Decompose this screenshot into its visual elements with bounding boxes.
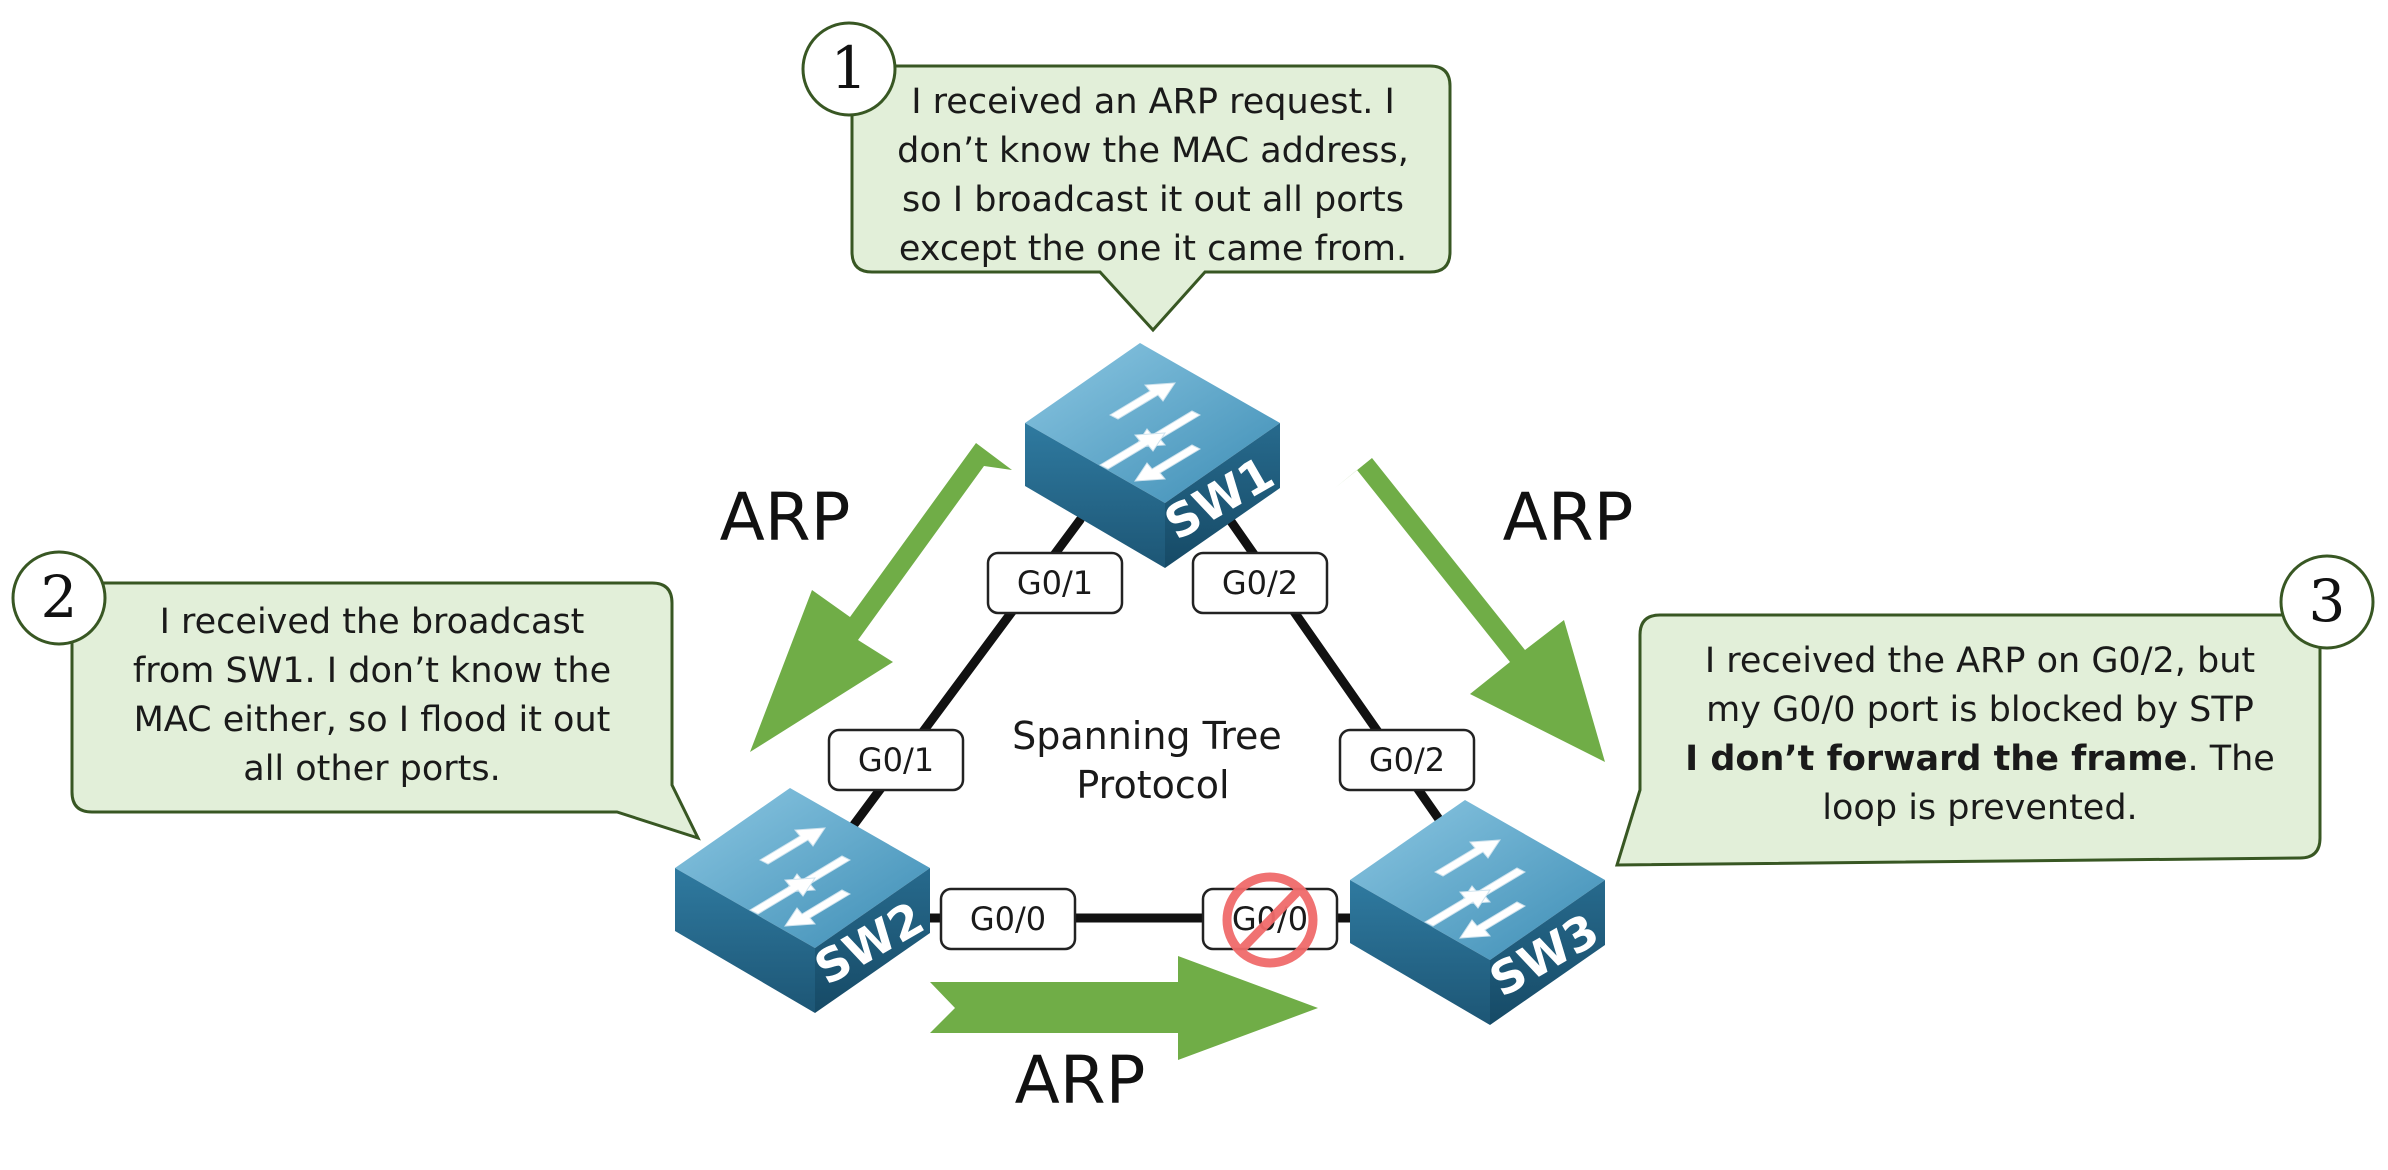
switch-left-side	[1025, 423, 1165, 568]
arp-arrow-right	[1335, 458, 1605, 762]
step-number-circle	[801, 21, 897, 117]
switch-top	[1025, 343, 1280, 503]
callout-line: loop is prevented.	[1822, 788, 2137, 828]
callout-segment: I received the ARP on G0/2, but	[1705, 641, 2255, 681]
callout-segment: MAC either, so I flood it out	[134, 700, 611, 740]
switch-left-side	[675, 868, 815, 1013]
callout-segment: . The	[2187, 739, 2274, 779]
step-number: 2	[41, 563, 78, 631]
callout-segment: loop is prevented.	[1822, 788, 2137, 828]
port-sw2-g01: G0/1	[827, 728, 965, 792]
callout-line: my G0/0 port is blocked by STP	[1706, 690, 2254, 730]
callout-segment: from SW1. I don’t know the	[133, 651, 611, 691]
port-sw1-g01: G0/1	[986, 551, 1124, 615]
switch-right-side	[1490, 880, 1605, 1025]
callout-3: I received the ARP on G0/2, but my G0/0 p…	[1614, 554, 2375, 867]
port-label: G0/2	[1369, 741, 1445, 779]
arp-label-right: ARP	[1503, 479, 1634, 556]
switch-right-side	[815, 868, 930, 1013]
callout-line: so I broadcast it out all ports	[902, 180, 1404, 220]
callout-text: I received the broadcast from SW1. I don’…	[133, 602, 611, 789]
port-label: G0/2	[1222, 564, 1298, 602]
switch-top	[1350, 800, 1605, 960]
callout-line: all other ports.	[243, 749, 501, 789]
port-label: G0/1	[858, 741, 934, 779]
switch-sw2[interactable]: SW2	[675, 788, 933, 1013]
callout-line: except the one it came from.	[899, 229, 1407, 269]
step-number-circle	[11, 550, 107, 646]
port-label: G0/0	[970, 900, 1046, 938]
callout-2: I received the broadcast from SW1. I don’…	[11, 550, 701, 841]
arp-arrow-bottom	[930, 956, 1318, 1060]
switch-top	[675, 788, 930, 948]
port-sw1-g02: G0/2	[1191, 551, 1329, 615]
callout-segment: except the one it came from.	[899, 229, 1407, 269]
step-number: 1	[831, 34, 868, 102]
callout-bold-segment: I don’t forward the frame	[1685, 739, 2187, 779]
arp-label-bottom: ARP	[1015, 1042, 1146, 1119]
switch-left-side	[1350, 880, 1490, 1025]
switch-arrows-icon	[748, 827, 852, 927]
callout-segment: all other ports.	[243, 749, 501, 789]
arp-arrow-left	[750, 443, 1012, 752]
step-number-circle	[2279, 554, 2375, 650]
port-label: G0/1	[1017, 564, 1093, 602]
callout-text: I received an ARP request. I don’t know t…	[897, 82, 1409, 269]
switch-sw3[interactable]: SW3	[1350, 800, 1608, 1025]
callout-segment: so I broadcast it out all ports	[902, 180, 1404, 220]
blocked-icon	[1222, 872, 1318, 968]
callout-line: from SW1. I don’t know the	[133, 651, 611, 691]
callout-line: I received an ARP request. I	[911, 82, 1395, 122]
switch-arrows-icon	[1098, 382, 1202, 482]
callout-line: MAC either, so I flood it out	[134, 700, 611, 740]
arp-label-left: ARP	[720, 479, 851, 556]
switch-arrows-icon	[1423, 839, 1527, 939]
callout-segment: I received the broadcast	[160, 602, 585, 642]
switch-right-side	[1165, 423, 1280, 568]
port-sw2-g00: G0/0	[939, 887, 1077, 951]
port-sw3-g02: G0/2	[1338, 728, 1476, 792]
center-label: Spanning Tree Protocol	[1012, 714, 1294, 807]
callout-segment: don’t know the MAC address,	[897, 131, 1409, 171]
step-number: 3	[2309, 567, 2346, 635]
callout-1: I received an ARP request. I don’t know t…	[801, 21, 1452, 333]
callout-text: I received the ARP on G0/2, but my G0/0 p…	[1685, 641, 2275, 828]
callout-line: I received the broadcast	[160, 602, 585, 642]
switch-sw1[interactable]: SW1	[1025, 343, 1283, 568]
callout-segment: my G0/0 port is blocked by STP	[1706, 690, 2254, 730]
callout-line: I received the ARP on G0/2, but	[1705, 641, 2255, 681]
callout-segment: I received an ARP request. I	[911, 82, 1395, 122]
callout-line: don’t know the MAC address,	[897, 131, 1409, 171]
callout-line: I don’t forward the frame. The	[1685, 739, 2275, 779]
